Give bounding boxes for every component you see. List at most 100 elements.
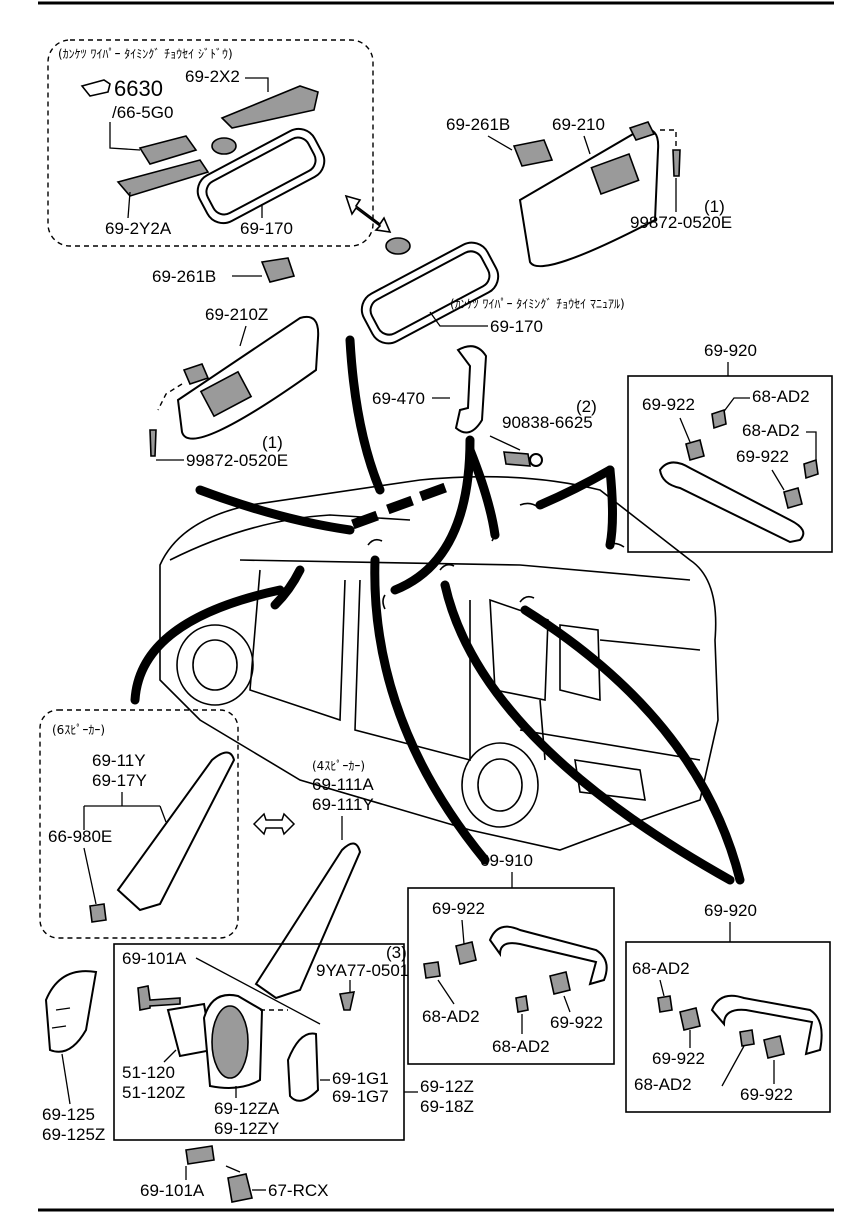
speaker-grille-69-1g1 bbox=[286, 1032, 320, 1102]
visor-left-hinge bbox=[182, 363, 210, 385]
box-69-910 bbox=[407, 887, 615, 1065]
label-qty-9ya: (3) bbox=[386, 943, 407, 962]
sensor-67-rcx bbox=[227, 1173, 253, 1203]
label-6630: 6630 bbox=[114, 76, 163, 101]
screw-908 bbox=[503, 451, 531, 467]
label-69-210z: 69-210Z bbox=[205, 305, 268, 324]
six-speaker-group-box bbox=[39, 709, 239, 939]
leader-swooshes bbox=[130, 335, 745, 885]
label-51-120: 51-120 bbox=[122, 1063, 175, 1082]
mirror-cover-69-125 bbox=[44, 970, 98, 1053]
label-69-261b-right: 69-261B bbox=[446, 115, 510, 134]
label-69-170-mid: 69-170 bbox=[490, 317, 543, 336]
clip-f bbox=[423, 961, 441, 979]
label-69-922-a: 69-922 bbox=[642, 395, 695, 414]
label-69-910: 69-910 bbox=[480, 851, 533, 870]
label-69-2y2a: 69-2Y2A bbox=[105, 219, 172, 238]
auto-dimming-group-box bbox=[47, 39, 374, 247]
mirror-cover-upper bbox=[220, 85, 319, 129]
label-69-922-d: 69-922 bbox=[550, 1013, 603, 1032]
mirror-cover-lower bbox=[116, 159, 210, 197]
assist-grip-920-bot bbox=[710, 994, 823, 1056]
clip-l bbox=[763, 1035, 785, 1059]
label-69-261b-left: 69-261B bbox=[152, 267, 216, 286]
label-99872-left: 99872-0520E bbox=[186, 451, 288, 470]
box-69-920-bot bbox=[625, 941, 831, 1113]
label-69-125: 69-125 bbox=[42, 1105, 95, 1124]
label-qty-screw-left: (1) bbox=[262, 433, 283, 452]
manual-caption: (ｶﾝｹﾂ ﾜｲﾊﾟｰ ﾀｲﾐﾝｸﾞ ﾁｮｳｾｲ ﾏﾆｭｱﾙ) bbox=[450, 297, 625, 311]
double-arrow-icon bbox=[344, 194, 392, 233]
label-9ya77: 9YA77-0501 bbox=[316, 961, 409, 980]
clip-e bbox=[455, 941, 477, 965]
label-69-470: 69-470 bbox=[372, 389, 425, 408]
clip-b bbox=[711, 408, 727, 430]
label-qty-screw-right: (1) bbox=[704, 197, 725, 216]
label-qty-908: (2) bbox=[576, 397, 597, 416]
vehicle-outline bbox=[159, 475, 719, 851]
bolt-101a bbox=[137, 985, 181, 1011]
clip-j bbox=[679, 1007, 701, 1031]
box-69-12z bbox=[113, 943, 405, 1141]
mirror-manual-glass bbox=[369, 250, 491, 336]
speaker-cone bbox=[211, 1005, 249, 1079]
label-68-ad2-c: 68-AD2 bbox=[422, 1007, 480, 1026]
label-69-922-b: 69-922 bbox=[736, 447, 789, 466]
label-68-ad2-a: 68-AD2 bbox=[752, 387, 810, 406]
label-69-920-bot: 69-920 bbox=[704, 901, 757, 920]
six-speaker-caption: (6ｽﾋﾟｰｶｰ) bbox=[52, 723, 105, 737]
auto-dimming-caption: (ｶﾝｹﾂ ﾜｲﾊﾟｰ ﾀｲﾐﾝｸﾞ ﾁｮｳｾｲ ｼﾞﾄﾞｳ) bbox=[58, 47, 233, 61]
label-69-125z: 69-125Z bbox=[42, 1125, 105, 1144]
sensor-unit bbox=[138, 135, 198, 165]
label-69-210: 69-210 bbox=[552, 115, 605, 134]
visor-left-mirror bbox=[199, 370, 253, 418]
visor-right-hinge bbox=[628, 121, 656, 141]
label-99872-right: 99872-0520E bbox=[630, 213, 732, 232]
four-speaker-caption: (4ｽﾋﾟｰｶｰ) bbox=[312, 759, 365, 773]
bolt-101a-bottom bbox=[185, 1145, 215, 1165]
label-69-170-top: 69-170 bbox=[240, 219, 293, 238]
a-pillar-trim-6sp bbox=[116, 751, 236, 912]
label-69-922-f: 69-922 bbox=[740, 1085, 793, 1104]
mirror-mount bbox=[211, 137, 237, 155]
label-69-12z: 69-12Z bbox=[420, 1077, 474, 1096]
label-69-2x2: 69-2X2 bbox=[185, 67, 240, 86]
label-69-920-top: 69-920 bbox=[704, 341, 757, 360]
label-69-11y: 69-11Y bbox=[92, 751, 146, 770]
visor-right-mirror bbox=[590, 152, 640, 196]
hand-pointer-icon bbox=[80, 79, 111, 97]
assist-grip-910 bbox=[488, 925, 608, 986]
screw-908-head bbox=[529, 453, 543, 467]
assist-grip-920-top bbox=[658, 461, 805, 544]
clip-d bbox=[783, 487, 803, 509]
label-66-5g0: /66-5G0 bbox=[112, 103, 173, 122]
screw-9ya bbox=[339, 991, 356, 1011]
speaker-clip bbox=[89, 903, 107, 923]
clip-h bbox=[549, 971, 571, 995]
visor-holder-right bbox=[512, 139, 554, 167]
label-69-1g1: 69-1G1 bbox=[332, 1069, 389, 1088]
label-69-101a-top: 69-101A bbox=[122, 949, 187, 968]
label-68-ad2-e: 68-AD2 bbox=[632, 959, 690, 978]
assist-grip-470 bbox=[454, 345, 488, 434]
clip-i bbox=[657, 995, 673, 1013]
label-51-120z: 51-120Z bbox=[122, 1083, 185, 1102]
label-69-12zy: 69-12ZY bbox=[214, 1119, 279, 1138]
double-arrow-icon-2 bbox=[252, 812, 296, 836]
label-69-111a: 69-111A bbox=[312, 775, 374, 794]
roof-mark-2 bbox=[386, 495, 414, 515]
label-68-ad2-f: 68-AD2 bbox=[634, 1075, 692, 1094]
screw-left bbox=[149, 429, 157, 457]
label-68-ad2-d: 68-AD2 bbox=[492, 1037, 550, 1056]
clip-a bbox=[685, 439, 705, 461]
roof-mark-1 bbox=[351, 510, 379, 530]
box-69-920-top bbox=[627, 375, 833, 553]
label-69-111y: 69-111Y bbox=[312, 795, 374, 814]
roof-mark-3 bbox=[419, 482, 447, 502]
screw-right bbox=[672, 149, 681, 177]
label-69-18z: 69-18Z bbox=[420, 1097, 474, 1116]
clip-k bbox=[739, 1029, 755, 1047]
label-90838: 90838-6625 bbox=[502, 413, 593, 432]
clip-g bbox=[515, 995, 529, 1013]
